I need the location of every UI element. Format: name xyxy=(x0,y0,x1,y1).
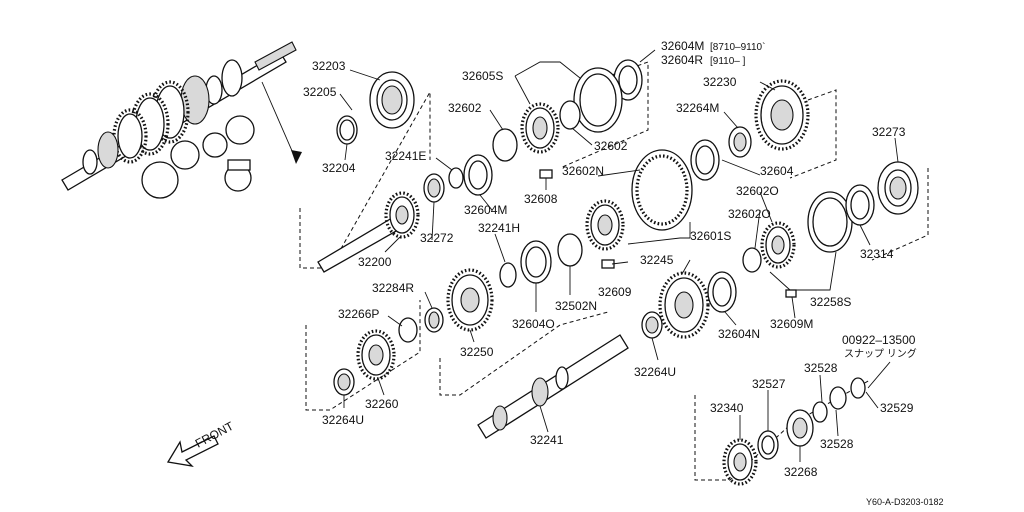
group-box-mainshaft xyxy=(439,311,609,396)
part-32602o-spring xyxy=(742,247,762,273)
group-box-reverse xyxy=(305,300,421,411)
part-32602n-spring xyxy=(557,233,583,267)
part-32200-main-drive-gear xyxy=(317,191,420,273)
part-32602-spring-a xyxy=(492,128,518,162)
part-32266p-spacer xyxy=(398,317,418,343)
part-labels: 32203 32205 32204 32605S 32602 32602 326… xyxy=(193,39,944,507)
part-32528-washer-a xyxy=(812,401,828,423)
label-32241e: 32241E xyxy=(385,149,426,163)
label-32200: 32200 xyxy=(358,255,392,269)
part-32241h-ring xyxy=(499,262,517,288)
part-32273-bearing xyxy=(877,161,919,215)
label-32502n: 32502N xyxy=(555,299,597,313)
group-box-counter-gear xyxy=(789,89,837,179)
part-32604o-baulk-ring xyxy=(520,240,552,284)
part-32340-gear xyxy=(722,438,758,486)
label-32203: 32203 xyxy=(312,59,346,73)
label-00922-jp: スナップ リング xyxy=(844,347,917,360)
label-32245: 32245 xyxy=(640,253,674,267)
part-32529-snap-ring xyxy=(850,377,866,399)
label-32241: 32241 xyxy=(530,433,564,447)
label-32205: 32205 xyxy=(303,85,337,99)
label-32602o-b: 32602O xyxy=(728,207,771,221)
label-note-m: [8710–9110` xyxy=(710,41,765,53)
label-32204: 32204 xyxy=(322,161,356,175)
label-32602o-a: 32602O xyxy=(736,184,779,198)
label-32609m: 32609M xyxy=(770,317,813,331)
label-32272: 32272 xyxy=(420,231,454,245)
part-32604m-baulk-ring xyxy=(463,154,493,196)
part-32314-ring xyxy=(845,184,875,226)
label-32602n-a: 32602N xyxy=(562,164,604,178)
reference-code: Y60-A-D3203-0182 xyxy=(866,497,944,507)
part-32527-spacer xyxy=(757,430,779,460)
label-32604o: 32604O xyxy=(512,317,555,331)
part-32258s-synchro-assembly xyxy=(760,191,853,269)
part-32608-insert xyxy=(539,169,553,179)
part-32609m-insert xyxy=(785,289,797,298)
part-32241-mainshaft xyxy=(477,334,629,439)
part-32250-gear xyxy=(446,268,494,332)
part-32204-snap-ring xyxy=(336,115,358,145)
part-32230-counter-gear xyxy=(754,79,810,151)
label-32268: 32268 xyxy=(784,465,818,479)
assembled-shaft-illustration xyxy=(61,41,297,199)
label-32284r: 32284R xyxy=(372,281,414,295)
group-box-main-drive xyxy=(299,90,431,269)
part-32260-gear xyxy=(356,329,396,381)
part-32272-needle-bearing xyxy=(423,173,445,203)
part-32528-washer-b xyxy=(829,386,847,410)
label-32529: 32529 xyxy=(880,401,914,415)
part-32601s-synchro-assembly xyxy=(585,149,693,251)
label-32264u-a: 32264U xyxy=(322,413,364,427)
part-32284r-needle-bearing xyxy=(424,307,444,333)
label-32609: 32609 xyxy=(598,285,632,299)
label-32602-a: 32602 xyxy=(448,101,482,115)
label-note-r: [9110– ] xyxy=(710,56,746,67)
label-32230: 32230 xyxy=(703,75,737,89)
leader-lines xyxy=(339,49,899,462)
label-32605s: 32605S xyxy=(462,69,503,83)
label-32601s: 32601S xyxy=(690,229,731,243)
label-32608: 32608 xyxy=(524,192,558,206)
label-32266p: 32266P xyxy=(338,307,379,321)
label-32604m-top: 32604M xyxy=(661,39,704,53)
label-32264u-b: 32264U xyxy=(634,365,676,379)
part-32268-bearing xyxy=(786,409,814,447)
label-32604: 32604 xyxy=(760,164,794,178)
part-32264m-needle-bearing xyxy=(728,126,752,158)
part-32602-spring-b xyxy=(559,100,581,130)
part-32264u-needle-bearing-right xyxy=(641,311,663,339)
label-32264m: 32264M xyxy=(676,101,719,115)
label-32273: 32273 xyxy=(872,125,906,139)
part-32203-bearing xyxy=(369,71,415,129)
label-32258s: 32258S xyxy=(810,295,851,309)
label-32604m: 32604M xyxy=(464,203,507,217)
part-32264u-needle-bearing-left xyxy=(333,368,355,396)
group-box-synchro-top xyxy=(559,61,649,169)
label-32528-b: 32528 xyxy=(820,437,854,451)
part-32604-baulk-ring xyxy=(690,139,720,181)
part-32604n-baulk-ring xyxy=(707,271,737,313)
label-32527: 32527 xyxy=(752,377,786,391)
label-32250: 32250 xyxy=(460,345,494,359)
part-32605s-synchro-hub xyxy=(520,67,623,154)
label-32314: 32314 xyxy=(860,247,894,261)
label-32604r-top: 32604R xyxy=(661,53,703,67)
label-32602-b: 32602 xyxy=(594,139,628,153)
label-32260: 32260 xyxy=(365,397,399,411)
label-32241h: 32241H xyxy=(478,221,520,235)
label-00922: 00922–13500 xyxy=(842,333,916,347)
label-32340: 32340 xyxy=(710,401,744,415)
label-32604n: 32604N xyxy=(718,327,760,341)
arrow-icon xyxy=(261,81,302,164)
group-box-rear xyxy=(871,168,929,261)
label-32528-a: 32528 xyxy=(804,361,838,375)
part-32245-gear xyxy=(658,271,710,339)
part-32241e-ring xyxy=(448,167,464,189)
front-arrow-icon xyxy=(166,435,219,467)
